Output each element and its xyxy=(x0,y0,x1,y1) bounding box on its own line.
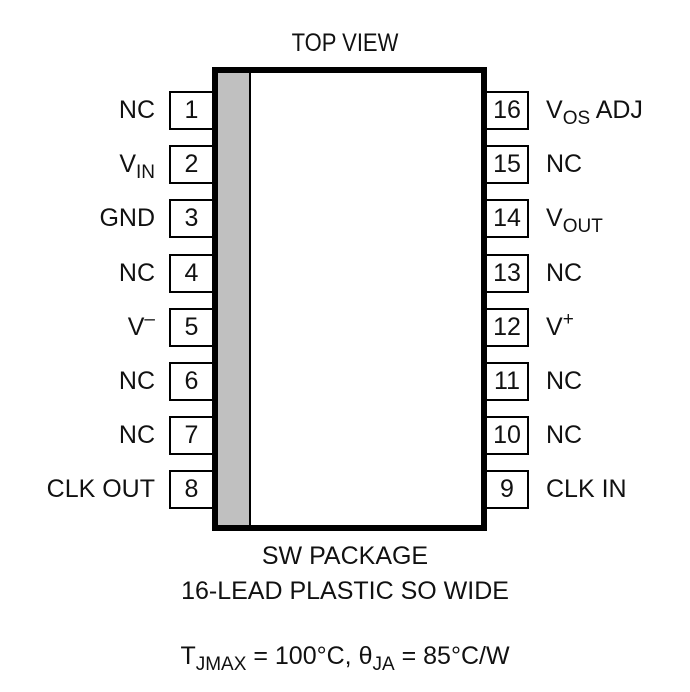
pin-6-box: 6 xyxy=(169,362,212,401)
theta-symbol: θ xyxy=(358,642,373,670)
tjmax-value: = 100°C, xyxy=(246,642,359,670)
pin-13-label: NC xyxy=(546,256,582,291)
pin-16-box: 16 xyxy=(487,91,529,130)
theta-subscript: JA xyxy=(372,654,395,675)
ic-package-body xyxy=(212,67,487,531)
pin-label-text: V xyxy=(127,313,145,341)
pin-label-text: NC xyxy=(546,367,583,395)
pin-label-text: V xyxy=(546,313,563,341)
pin-label-superscript: – xyxy=(144,309,155,330)
pin-6-label: NC xyxy=(119,364,155,399)
theta-value: = 85°C/W xyxy=(394,642,510,670)
pin-15-label: NC xyxy=(546,147,582,182)
pin-4-box: 4 xyxy=(169,254,212,293)
pin-3-label: GND xyxy=(99,201,155,236)
pin-label-text: CLK IN xyxy=(546,475,627,503)
pin-9-label: CLK IN xyxy=(546,472,627,507)
pin-5-label: V– xyxy=(128,310,155,345)
pin-label-text: NC xyxy=(118,421,155,449)
pin-3-box: 3 xyxy=(169,199,212,238)
pin-4-label: NC xyxy=(119,256,155,291)
pin-label-text: CLK OUT xyxy=(46,475,155,503)
package-description: 16-LEAD PLASTIC SO WIDE xyxy=(181,577,509,605)
pin-12-box: 12 xyxy=(487,308,529,347)
pin-label-text: NC xyxy=(118,96,155,124)
package-name: SW PACKAGE xyxy=(261,542,429,570)
pin-9-box: 9 xyxy=(487,470,529,509)
pin-label-text: V xyxy=(546,204,563,232)
top-view-title: TOP VIEW xyxy=(291,29,399,57)
pin-label-text: GND xyxy=(99,204,155,232)
pin-label-text: NC xyxy=(118,259,155,287)
pin-2-box: 2 xyxy=(169,145,212,184)
pin-5-box: 5 xyxy=(169,308,212,347)
pin-label-text: NC xyxy=(546,259,583,287)
pin-13-box: 13 xyxy=(487,254,529,293)
pin1-indicator-stripe xyxy=(218,73,251,525)
pin-1-label: NC xyxy=(119,93,155,128)
pin-8-label: CLK OUT xyxy=(47,472,155,507)
pin-label-subscript: OS xyxy=(562,108,591,129)
pin-label-superscript: + xyxy=(562,309,574,330)
pin-1-box: 1 xyxy=(169,91,212,130)
thermal-spec: TJMAX = 100°C, θJA = 85°C/W xyxy=(0,642,690,674)
pin-label-subscript: IN xyxy=(136,162,155,183)
pin-11-label: NC xyxy=(546,364,582,399)
pin-7-label: NC xyxy=(119,418,155,453)
pin-7-box: 7 xyxy=(169,416,212,455)
pin-8-box: 8 xyxy=(169,470,212,509)
pin-label-suffix: ADJ xyxy=(590,96,643,124)
tjmax-symbol: T xyxy=(180,642,196,670)
pin-label-text: NC xyxy=(118,367,155,395)
pin-14-label: VOUT xyxy=(546,201,603,236)
pin-label-text: V xyxy=(119,150,136,178)
pin-label-text: V xyxy=(546,96,563,124)
pin-12-label: V+ xyxy=(546,310,574,345)
pin-label-subscript: OUT xyxy=(562,216,603,237)
pin-16-label: VOS ADJ xyxy=(546,93,643,128)
pin-2-label: VIN xyxy=(119,147,155,182)
pin-15-box: 15 xyxy=(487,145,529,184)
pin-10-label: NC xyxy=(546,418,582,453)
pin-11-box: 11 xyxy=(487,362,529,401)
pin-label-text: NC xyxy=(546,421,583,449)
pin-label-text: NC xyxy=(546,150,583,178)
pin-10-box: 10 xyxy=(487,416,529,455)
tjmax-subscript: JMAX xyxy=(195,654,247,675)
pin-14-box: 14 xyxy=(487,199,529,238)
